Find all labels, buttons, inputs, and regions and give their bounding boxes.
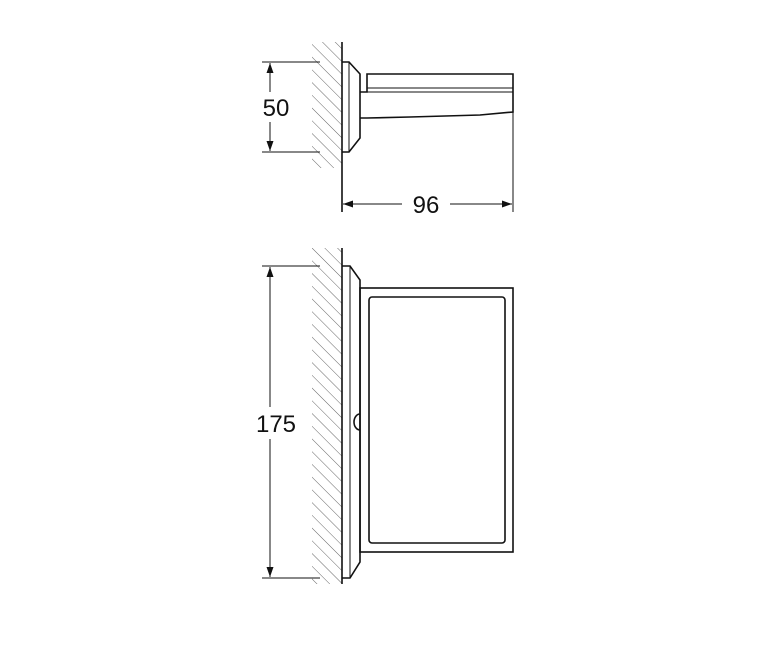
- front-mount-plate: [342, 265, 361, 579]
- top-view: 50 96: [255, 42, 514, 219]
- top-mount-base: [342, 61, 361, 153]
- set-screw: [353, 413, 361, 431]
- shelf-inner: [368, 296, 506, 544]
- shelf-outer: [359, 287, 514, 553]
- dim-50-label: 50: [263, 95, 290, 122]
- front-view: 175: [246, 248, 514, 584]
- top-shelf-arm: [360, 73, 514, 119]
- dim-96-label: 96: [413, 192, 440, 219]
- front-wall-hatch: [312, 248, 342, 584]
- top-wall-hatch: [312, 42, 342, 168]
- dim-175-label: 175: [256, 411, 296, 438]
